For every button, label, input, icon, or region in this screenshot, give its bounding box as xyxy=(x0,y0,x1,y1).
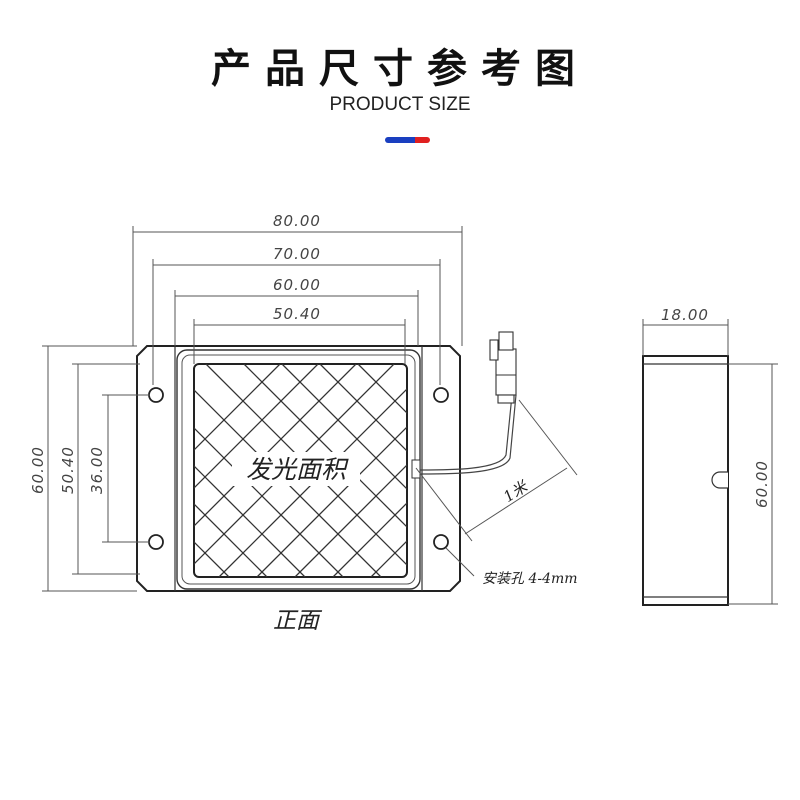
dim-width-overall: 80.00 xyxy=(273,212,321,230)
front-view-label: 正面 xyxy=(273,608,323,634)
dim-width-frame: 60.00 xyxy=(273,276,321,294)
dim-side-height: 60.00 xyxy=(753,460,771,508)
page-subtitle: PRODUCT SIZE xyxy=(329,94,471,115)
mounting-hole-label: 安装孔 4-4mm xyxy=(482,571,578,587)
cable-assembly xyxy=(419,331,517,475)
emitting-label-bg xyxy=(232,452,360,486)
dim-side-thickness: 18.00 xyxy=(661,306,709,324)
cable-length-label: 1米 xyxy=(500,476,532,506)
connector-latch xyxy=(489,339,499,361)
page-title: 产品尺寸参考图 xyxy=(211,46,589,92)
accent-bar-red xyxy=(415,137,430,143)
dim-width-holes: 70.00 xyxy=(273,245,321,263)
cable-length-dim xyxy=(415,399,578,542)
front-vertical-dims xyxy=(42,345,150,592)
mounting-hole-bottom-right xyxy=(433,534,449,550)
cable-exit-stub xyxy=(411,459,421,479)
dim-width-emitting: 50.40 xyxy=(273,305,321,323)
mounting-hole-bottom-left xyxy=(148,534,164,550)
title-accent-bar xyxy=(385,137,430,143)
mounting-hole-top-right xyxy=(433,387,449,403)
front-view: 发光面积 xyxy=(136,345,461,592)
dim-height-overall: 60.00 xyxy=(29,446,47,494)
emitting-area-label: 发光面积 xyxy=(246,455,349,484)
mounting-hole-leader xyxy=(445,547,475,577)
side-cable-notch xyxy=(711,471,728,489)
accent-bar-blue xyxy=(385,137,415,143)
side-dims xyxy=(642,319,778,605)
side-view xyxy=(642,355,729,606)
dim-height-frame: 50.40 xyxy=(59,446,77,494)
dim-height-holes: 36.00 xyxy=(88,446,106,494)
front-horizontal-dims xyxy=(132,226,463,385)
connector-body xyxy=(495,348,517,396)
mounting-hole-top-left xyxy=(148,387,164,403)
connector-head xyxy=(498,331,514,351)
cable xyxy=(419,394,513,471)
